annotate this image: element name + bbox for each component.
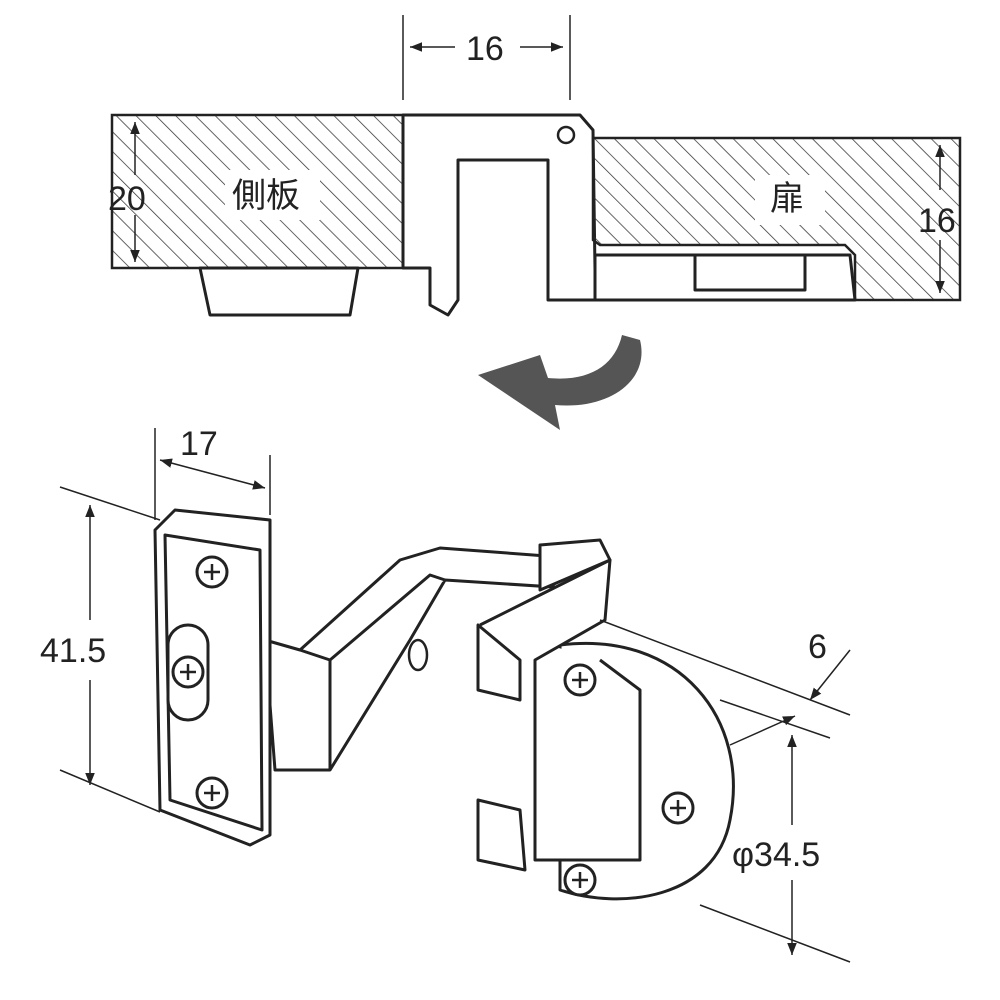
plate-width: 17 — [180, 425, 218, 463]
door-label: 扉 — [770, 179, 804, 219]
arm-screw-icon — [407, 638, 429, 672]
top-section-view: 側板 扉 16 20 16 — [108, 15, 962, 317]
side-panel-label: 側板 — [232, 176, 300, 216]
screw-icons — [171, 555, 229, 810]
door-thickness: 16 — [918, 202, 956, 240]
gap-dimension: 16 — [466, 30, 504, 68]
cup-depth: 6 — [808, 628, 827, 666]
rotation-arrow-icon — [478, 335, 642, 430]
cup-screw-icons — [563, 663, 695, 897]
cup-diameter: φ34.5 — [732, 836, 820, 874]
cup-insert — [693, 253, 807, 292]
pivot-icon — [556, 125, 576, 145]
hinge-perspective-view: 17 41.5 6 φ34.5 — [40, 425, 851, 963]
side-panel-thickness: 20 — [108, 180, 146, 218]
mounting-base — [198, 266, 360, 317]
plate-height: 41.5 — [40, 632, 106, 670]
hinge-arm-profile — [401, 113, 597, 317]
